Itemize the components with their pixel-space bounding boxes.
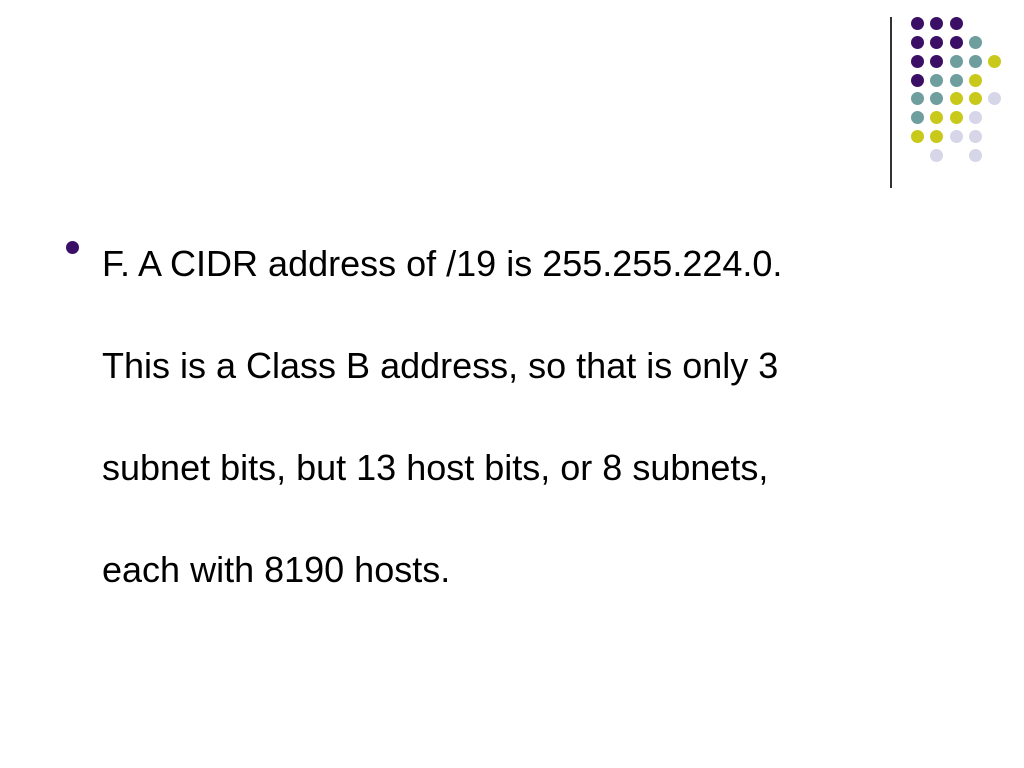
decorative-dot xyxy=(969,74,982,87)
decorative-dot xyxy=(911,36,924,49)
decorative-dot xyxy=(930,92,943,105)
decorative-dot xyxy=(950,17,963,30)
decorative-dot xyxy=(969,111,982,124)
bullet-line: subnet bits, but 13 host bits, or 8 subn… xyxy=(102,447,769,488)
bullet-icon xyxy=(66,241,79,254)
slide-body: F. A CIDR address of /19 is 255.255.224.… xyxy=(62,230,962,638)
decorative-dot xyxy=(911,111,924,124)
decorative-dot xyxy=(950,111,963,124)
decorative-dot xyxy=(911,130,924,143)
decorative-dot xyxy=(950,92,963,105)
bullet-item: F. A CIDR address of /19 is 255.255.224.… xyxy=(62,213,962,621)
decorative-dot xyxy=(930,111,943,124)
decorative-dot xyxy=(969,149,982,162)
decorative-dot xyxy=(988,55,1001,68)
decorative-dot xyxy=(969,92,982,105)
decorative-dot xyxy=(950,74,963,87)
decorative-dot xyxy=(969,130,982,143)
decorative-dot xyxy=(911,92,924,105)
decorative-dot xyxy=(950,55,963,68)
bullet-line: This is a Class B address, so that is on… xyxy=(102,345,779,386)
decorative-dot xyxy=(930,36,943,49)
decorative-dot xyxy=(969,36,982,49)
bullet-line: F. A CIDR address of /19 is 255.255.224.… xyxy=(102,243,783,284)
decorative-dot xyxy=(930,17,943,30)
vertical-divider xyxy=(890,17,892,188)
decorative-dot xyxy=(969,55,982,68)
decorative-dot xyxy=(930,55,943,68)
decorative-dot xyxy=(950,130,963,143)
bullet-line: each with 8190 hosts. xyxy=(102,549,451,590)
decorative-dot xyxy=(988,92,1001,105)
decorative-dot xyxy=(911,74,924,87)
decorative-dot xyxy=(930,149,943,162)
decorative-dot xyxy=(911,17,924,30)
decorative-dot xyxy=(911,55,924,68)
decorative-dot xyxy=(950,36,963,49)
decorative-dot xyxy=(930,130,943,143)
decorative-dot xyxy=(930,74,943,87)
decorative-dot-grid xyxy=(0,0,1024,200)
